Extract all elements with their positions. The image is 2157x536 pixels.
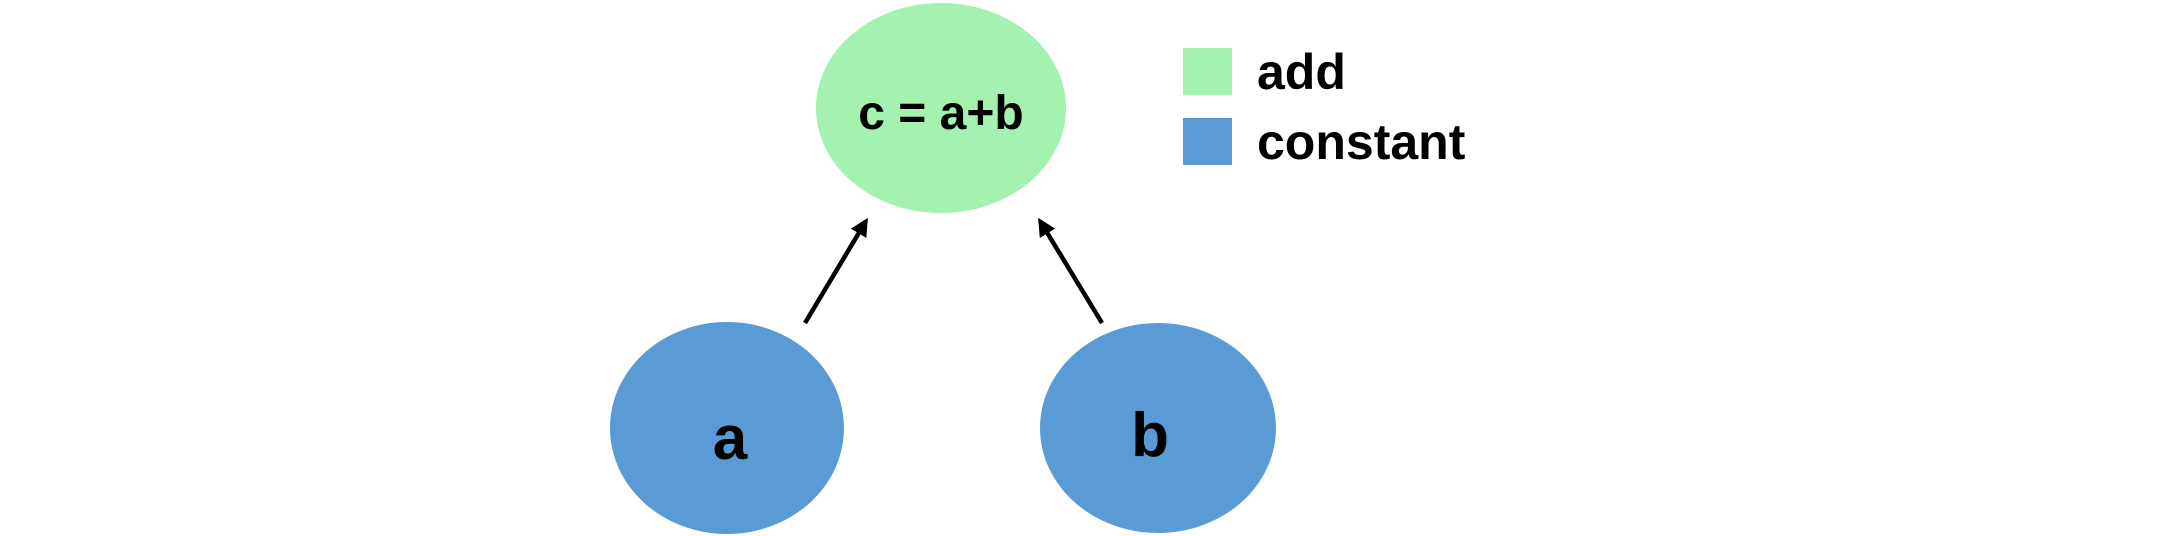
edge-a-to-c [803,217,868,325]
node-constant-b [1040,323,1276,533]
legend: add constant [1183,44,1466,170]
legend-swatch-add [1183,48,1232,95]
legend-swatch-constant [1183,118,1232,165]
legend-label-constant: constant [1257,114,1466,170]
node-add-c-label: c = a+b [858,87,1023,140]
node-constant-b-label: b [1131,401,1169,470]
node-add-c [816,3,1066,213]
legend-label-add: add [1257,44,1346,100]
node-constant-a [610,322,844,534]
edge-b-to-c [1038,217,1104,325]
node-constant-a-label: a [713,404,748,473]
